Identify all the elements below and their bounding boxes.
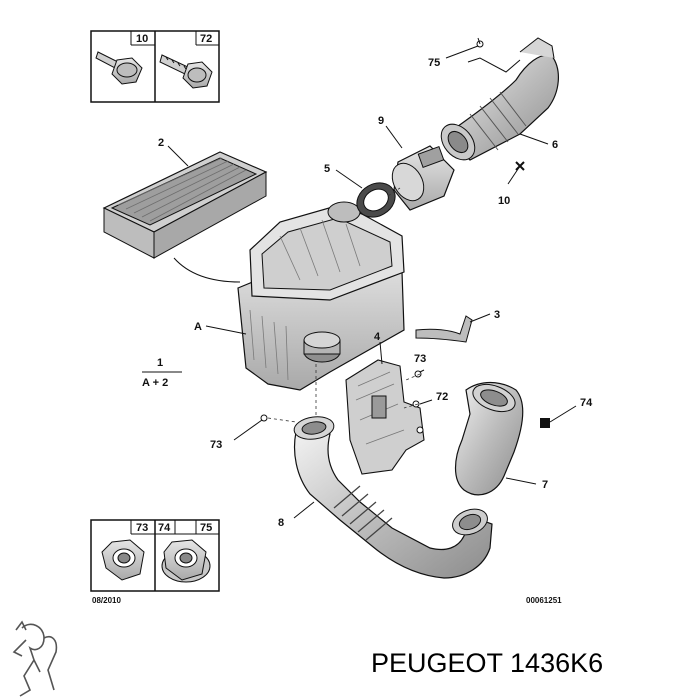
- callout-73-bracket: 73: [414, 353, 426, 365]
- callout-72: 72: [436, 391, 448, 403]
- air-flow-meter-9: [391, 145, 455, 211]
- callout-6: 6: [552, 139, 558, 151]
- screw-73-left-icon: [260, 414, 268, 422]
- box-label-73: 73: [136, 522, 148, 534]
- callout-8: 8: [278, 517, 284, 529]
- drawing-number: 00061251: [526, 596, 562, 605]
- air-filter-element: [102, 151, 268, 259]
- resonator-duct-7: [454, 381, 524, 496]
- callout-3: 3: [494, 309, 500, 321]
- screw-73-icon: [414, 370, 422, 378]
- callout-labels: 75 9 6 2 5 10 A 1 A + 2 3 4 73 72 74 73 …: [142, 57, 593, 529]
- hose-3: [415, 315, 473, 343]
- callout-2: 2: [158, 137, 164, 149]
- bracket-4: [345, 359, 425, 475]
- box-label-75: 75: [200, 522, 212, 534]
- intake-duct-6: [440, 37, 559, 161]
- intake-pipe-8: [293, 416, 493, 579]
- callout-73-left: 73: [210, 439, 222, 451]
- box-label-74: 74: [158, 522, 171, 534]
- cross-marker-icon: [515, 161, 525, 171]
- seal-ring-5: [356, 182, 396, 218]
- nut-73-icon: [101, 539, 145, 581]
- air-filter-housing: [173, 201, 405, 391]
- bolt-72-icon: [159, 54, 213, 89]
- callout-74: 74: [580, 397, 593, 409]
- callout-A-plus-2: A + 2: [142, 377, 168, 389]
- screw-10-icon: [95, 51, 143, 85]
- bolt-72-small-icon: [412, 400, 420, 408]
- callout-5: 5: [324, 163, 330, 175]
- hardware-box-top: 10 72: [90, 30, 220, 103]
- date-code: 08/2010: [92, 596, 121, 605]
- flange-nut-75-icon: [161, 539, 211, 583]
- callout-1: 1: [157, 357, 163, 369]
- nut-small-icon: [416, 426, 424, 434]
- callout-9: 9: [378, 115, 384, 127]
- assembly-guides: [267, 187, 421, 423]
- callout-4: 4: [374, 331, 381, 343]
- callout-10: 10: [498, 195, 510, 207]
- screw-75-icon: [476, 37, 484, 48]
- clip-74-icon: [540, 418, 550, 428]
- hardware-box-bottom: 73 74 75: [90, 519, 220, 592]
- brand-part-number: PEUGEOT 1436K6: [371, 648, 603, 678]
- callout-A: A: [194, 321, 202, 333]
- box-label-10: 10: [136, 33, 148, 45]
- callout-75: 75: [428, 57, 440, 69]
- box-label-72: 72: [200, 33, 212, 45]
- callout-7: 7: [542, 479, 548, 491]
- leader-lines: [142, 45, 577, 519]
- peugeot-lion-logo-icon: [12, 620, 58, 697]
